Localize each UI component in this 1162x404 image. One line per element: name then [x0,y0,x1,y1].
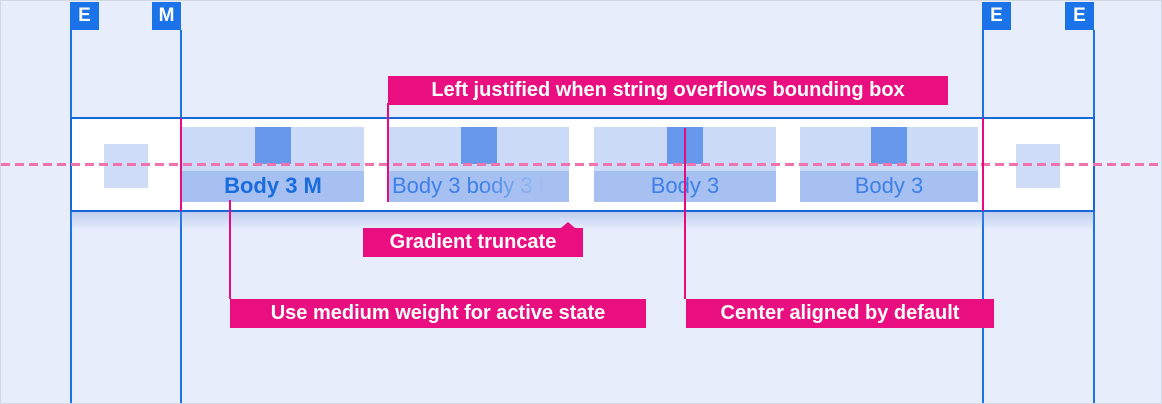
margin-badge-e-outer-right: E [1065,2,1094,30]
redline-scroll-area-left [180,118,182,211]
annotation-pointer-arrow-icon [561,222,575,228]
tab-icon-placeholder [461,127,497,164]
margin-badge-m-left: M [152,2,181,30]
leader-line-active-weight [229,200,231,299]
annotation-active-weight: Use medium weight for active state [230,299,646,328]
tab-icon-placeholder [871,127,907,164]
tab-label: Body 3 [800,171,978,202]
margin-badge-e-outer-left: E [70,2,99,30]
guideline-edge-right [1093,30,1095,403]
annotation-left-justified: Left justified when string overflows bou… [388,76,948,105]
gradient-truncated-text: Body 3 body 3 b [392,173,552,198]
leading-icon-placeholder [104,144,148,188]
tab-icon-placeholder [255,127,291,164]
leader-line-center-aligned [684,128,686,299]
trailing-icon-placeholder [1016,144,1060,188]
annotation-center-aligned: Center aligned by default [686,299,994,328]
guideline-edge-left [70,30,72,403]
annotation-text: Gradient truncate [389,231,557,253]
tab-label: Body 3 body 3 b [389,171,569,202]
guideline-margin-left [180,30,182,403]
margin-badge-e-inner-right: E [982,2,1011,30]
tab-label: Body 3 M [182,171,364,202]
leader-line-left-justified [387,103,389,202]
redline-scroll-area-right [982,118,984,211]
baseline-dashed-line [1,163,1161,166]
guideline-margin-right [982,30,984,403]
annotation-gradient-truncate: Gradient truncate [363,222,583,257]
tab-bar-shadow [71,212,1094,230]
